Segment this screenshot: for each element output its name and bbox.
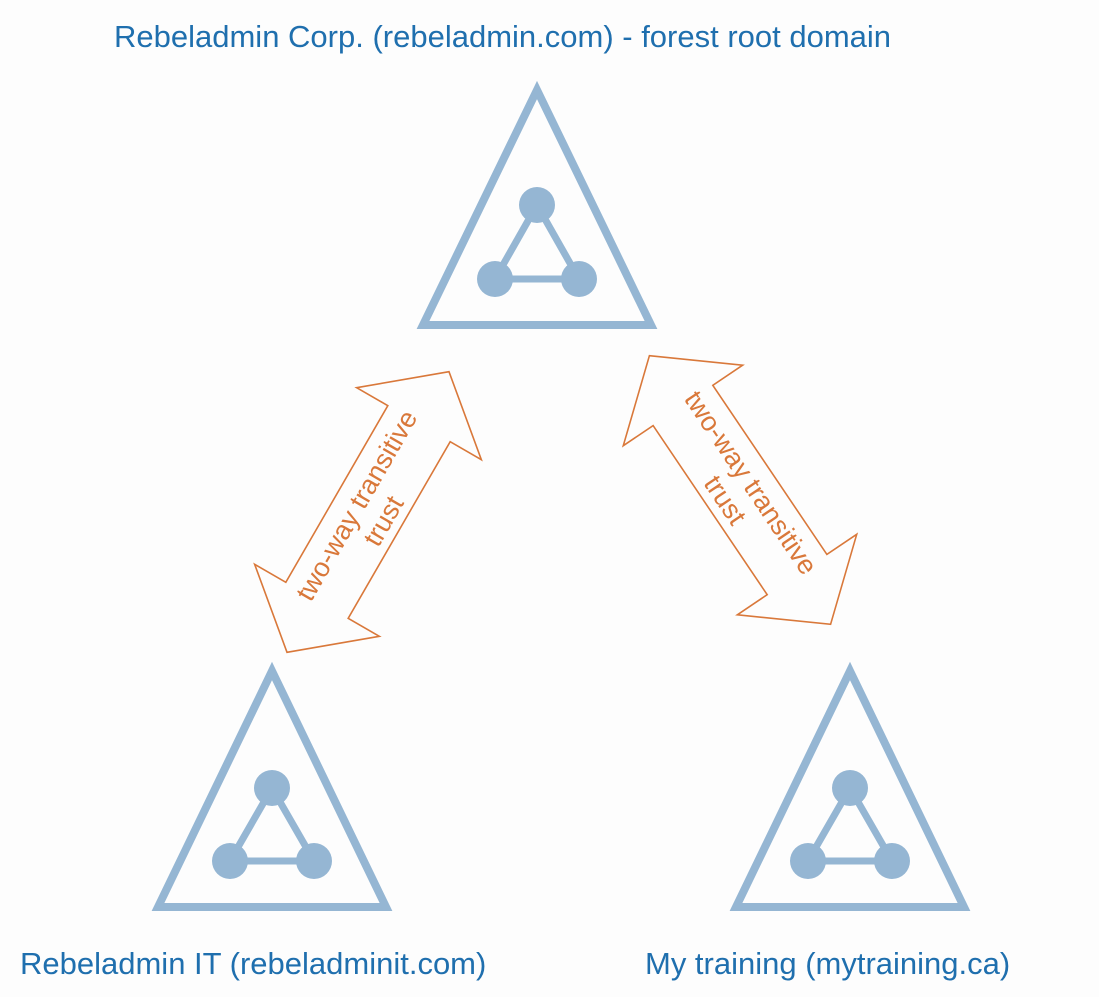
it-domain-network-icon: [212, 770, 332, 879]
double-arrow-icon: [253, 370, 483, 654]
trust-arrow-root-it: two-way transitive trust: [253, 370, 483, 654]
root-domain-network-icon: [477, 187, 597, 297]
root-domain-icon: [416, 80, 658, 329]
training-domain-icon: [729, 661, 971, 911]
root-domain-label: Rebeladmin Corp. (rebeladmin.com) - fore…: [114, 19, 892, 54]
it-domain-triangle: [151, 661, 393, 911]
it-domain-icon: [151, 661, 393, 911]
training-domain-network-icon: [790, 770, 910, 879]
root-domain-triangle: [416, 80, 658, 329]
trust-label-line1: two-way transitive: [678, 385, 823, 580]
training-domain-triangle: [729, 661, 971, 911]
it-domain-label: Rebeladmin IT (rebeladminit.com): [20, 946, 487, 981]
double-arrow-icon: [621, 354, 859, 626]
training-domain-label: My training (mytraining.ca): [645, 946, 1011, 981]
trust-arrow-root-training: two-way transitive trust: [621, 354, 859, 626]
